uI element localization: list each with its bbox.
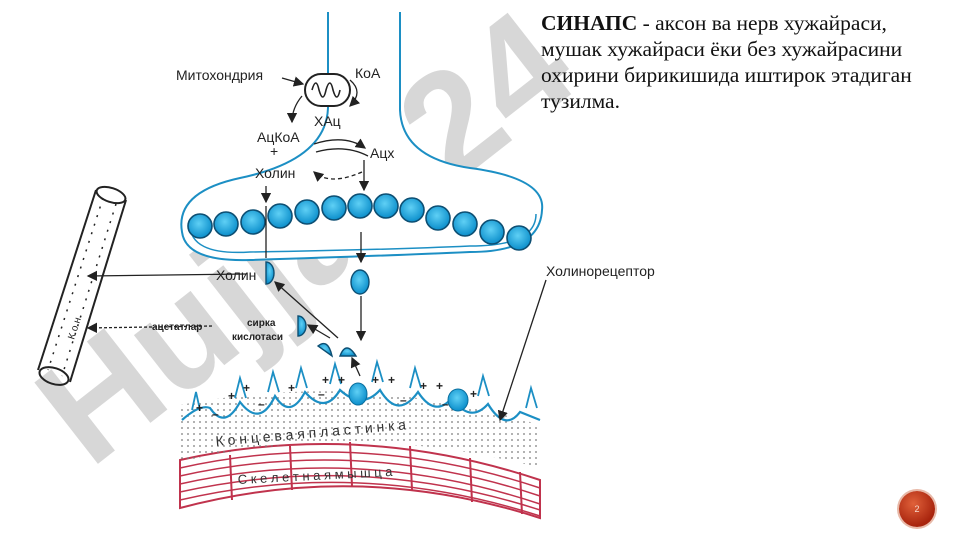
svg-text:–: – (442, 397, 449, 411)
vesicle (506, 225, 532, 251)
vesicle (399, 197, 425, 223)
label-acetic-2: кислотаси (232, 332, 283, 343)
label-acetic-1: сирка (247, 318, 276, 329)
vesicle (452, 211, 478, 237)
vesicle (294, 199, 320, 225)
svg-text:–: – (318, 387, 325, 401)
vesicle (321, 195, 347, 221)
acetic-acid-molecule (297, 315, 307, 337)
svg-text:+: + (322, 373, 329, 387)
label-mitochondria: Митохондрия (176, 67, 263, 83)
postsynaptic-membrane (181, 388, 541, 422)
label-cholinoreceptor: Холинорецептор (546, 263, 655, 279)
ach-molecule (350, 269, 370, 295)
svg-text:+: + (372, 373, 379, 387)
label-coa: КоА (355, 65, 381, 81)
blood-vessel (37, 185, 127, 386)
svg-text:+: + (288, 381, 295, 395)
label-plus: + (270, 143, 278, 159)
svg-text:+: + (388, 373, 395, 387)
svg-text:–: – (400, 393, 407, 407)
svg-text:+: + (470, 387, 477, 401)
enzyme-part (316, 342, 334, 358)
vesicle (479, 219, 505, 245)
label-cholin: Холин (216, 267, 256, 283)
vesicle (187, 213, 213, 239)
svg-text:–: – (258, 397, 265, 411)
end-plate (180, 391, 540, 468)
svg-text:+: + (196, 401, 203, 415)
svg-text:+: + (420, 379, 427, 393)
reaction-arrows (86, 76, 547, 422)
bound-ach (348, 382, 469, 412)
label-cholin-top: Холин (255, 165, 295, 181)
label-acetates: ацетатлар (152, 322, 202, 333)
enzyme-part (338, 347, 358, 357)
svg-text:+: + (243, 381, 250, 395)
vesicle (267, 203, 293, 229)
svg-text:+: + (338, 373, 345, 387)
cholinoreceptors (191, 358, 538, 411)
caption: СИНАПС - аксон ва нерв хужайраси, мушак … (541, 10, 946, 114)
cleft-molecules (265, 261, 370, 358)
vesicle (240, 209, 266, 235)
svg-text:+: + (436, 379, 443, 393)
caption-text: - аксон ва нерв хужайраси, мушак хужайра… (541, 11, 912, 113)
skeletal-muscle (179, 441, 541, 520)
vesicle (213, 211, 239, 237)
vesicle (373, 193, 399, 219)
label-ach: Ацх (370, 145, 394, 161)
svg-text:+: + (228, 389, 235, 403)
vesicle (347, 193, 373, 219)
vesicle (425, 205, 451, 231)
caption-title: СИНАПС (541, 11, 638, 35)
mitochondria-icon (304, 73, 351, 107)
svg-text:–: – (212, 407, 219, 421)
slide-number-badge: 2 (899, 491, 935, 527)
choline-molecule (265, 261, 275, 285)
label-accoa: АцКоА (257, 129, 300, 145)
synaptic-vesicles (187, 193, 532, 251)
label-chac: ХАц (314, 113, 341, 129)
